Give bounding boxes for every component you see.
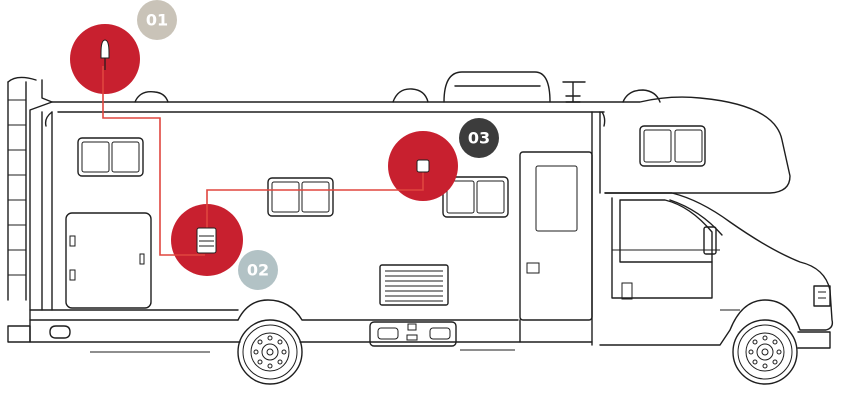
booster-to-indoor-cable (207, 172, 423, 228)
marker-02-badge: 02 (238, 250, 278, 290)
indoor-antenna-icon (417, 160, 429, 172)
marker-01-label: 01 (146, 11, 168, 30)
front-wheel (733, 320, 797, 384)
rear-wheel (238, 320, 302, 384)
vent-grille (380, 265, 448, 305)
roof-vents (135, 72, 660, 102)
signal-booster-icon (197, 228, 216, 253)
skirt-panels (90, 322, 515, 352)
entry-door (520, 152, 592, 320)
marker-03-badge: 03 (459, 118, 499, 158)
storage-door (66, 213, 151, 308)
rv-cab (600, 193, 832, 348)
marker-02-label: 02 (247, 261, 269, 280)
rear-ladder (8, 77, 36, 300)
marker-01-badge: 01 (137, 0, 177, 40)
marker-03-label: 03 (468, 129, 490, 148)
